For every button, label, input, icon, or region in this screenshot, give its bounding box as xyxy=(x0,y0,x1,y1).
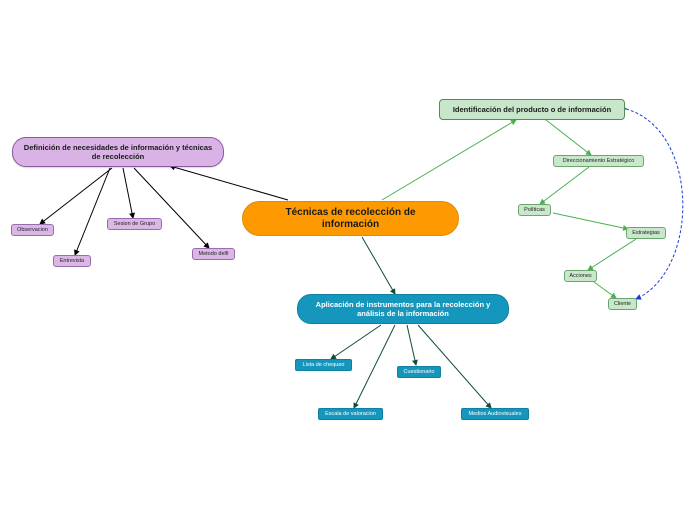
edge-central-to-definicion xyxy=(169,164,289,201)
edge-to-metodo xyxy=(133,167,210,249)
edge-to-escala xyxy=(353,324,396,409)
edge-to-medios xyxy=(417,324,492,409)
subtopic-medios-audiovisuales[interactable]: Medios Audiovisuales xyxy=(461,408,529,420)
topic-identificacion[interactable]: Identificación del producto o de informa… xyxy=(439,99,625,120)
subtopic-observacion[interactable]: Observacion xyxy=(11,224,54,236)
edge-to-estrategias xyxy=(552,212,629,231)
edge-to-cliente xyxy=(593,281,617,299)
edge-to-politicas xyxy=(539,166,590,205)
edge-to-lista xyxy=(330,324,382,360)
subtopic-escala-de-valoracion[interactable]: Escala de valoracion xyxy=(318,408,383,420)
subtopic-direccionamiento[interactable]: Direccionamiento Estratégico xyxy=(553,155,644,167)
edge-to-direccionamiento xyxy=(545,119,592,156)
subtopic-cliente[interactable]: Cliente xyxy=(608,298,637,310)
subtopic-estrategias[interactable]: Estrategias xyxy=(626,227,666,239)
subtopic-sesion-de-grupo[interactable]: Sesion de Grupo xyxy=(107,218,162,230)
edge-to-observacion xyxy=(39,167,113,225)
edge-central-to-aplicacion xyxy=(361,236,396,295)
edge-dashed-cliente-identificacion xyxy=(620,104,684,300)
edge-to-acciones xyxy=(587,238,637,271)
subtopic-politicas[interactable]: Políticas xyxy=(518,204,551,216)
subtopic-metodo-delfi[interactable]: Metodo delfi xyxy=(192,248,235,260)
edge-to-cuestionario xyxy=(406,324,418,366)
topic-aplicacion[interactable]: Aplicación de instrumentos para la recol… xyxy=(297,294,509,324)
subtopic-cuestionario[interactable]: Cuestionario xyxy=(397,366,441,378)
topic-definicion[interactable]: Definición de necesidades de información… xyxy=(12,137,224,167)
edge-to-entrevista xyxy=(74,167,111,256)
subtopic-acciones[interactable]: Acciones xyxy=(564,270,597,282)
subtopic-lista-de-chequeo[interactable]: Lista de chequeo xyxy=(295,359,352,371)
edge-central-to-identificacion xyxy=(381,119,517,201)
edge-to-sesion xyxy=(122,167,135,219)
subtopic-entrevista[interactable]: Entrevista xyxy=(53,255,91,267)
central-topic[interactable]: Técnicas de recolección de información xyxy=(242,201,459,236)
